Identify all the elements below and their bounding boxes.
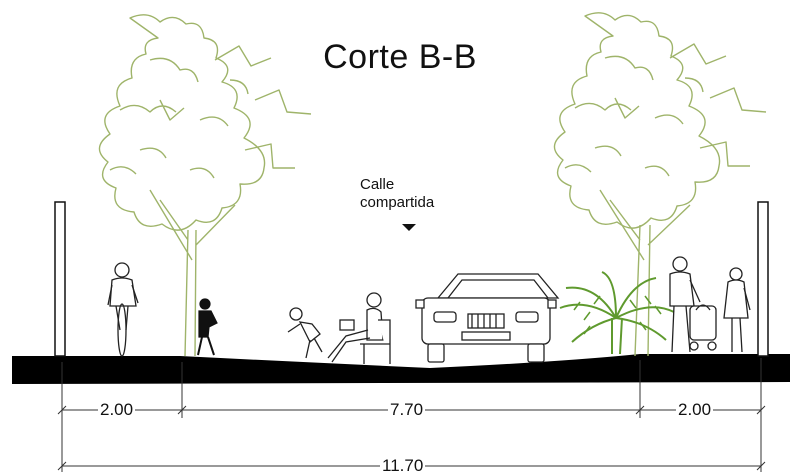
standing-woman-figure [723, 267, 751, 353]
car-front-view [415, 273, 560, 363]
section-title: Corte B-B [323, 38, 477, 76]
left-boundary-wall [54, 201, 66, 357]
callout-line-1: Calle [360, 176, 395, 193]
palm-plant [559, 271, 675, 355]
man-with-stroller-figure [669, 256, 717, 353]
child-walking-figure [197, 298, 218, 356]
right-tree [553, 12, 767, 357]
cyclist-figure [107, 262, 139, 357]
right-boundary-wall [757, 201, 769, 357]
ground-section [12, 354, 790, 384]
toddler-figure [287, 307, 323, 359]
seated-woman-figure [327, 292, 391, 364]
callout-arrow [402, 224, 416, 231]
left-tree [98, 14, 312, 357]
shared-street-callout: Calle compartida [360, 176, 434, 212]
callout-line-2: compartida [360, 194, 435, 211]
dimension-left-sidewalk: 2.00 [98, 400, 136, 419]
dimension-right-sidewalk: 2.00 [676, 400, 714, 419]
dimension-street: 7.70 [388, 400, 426, 419]
dimension-total: 11.70 [380, 456, 426, 475]
